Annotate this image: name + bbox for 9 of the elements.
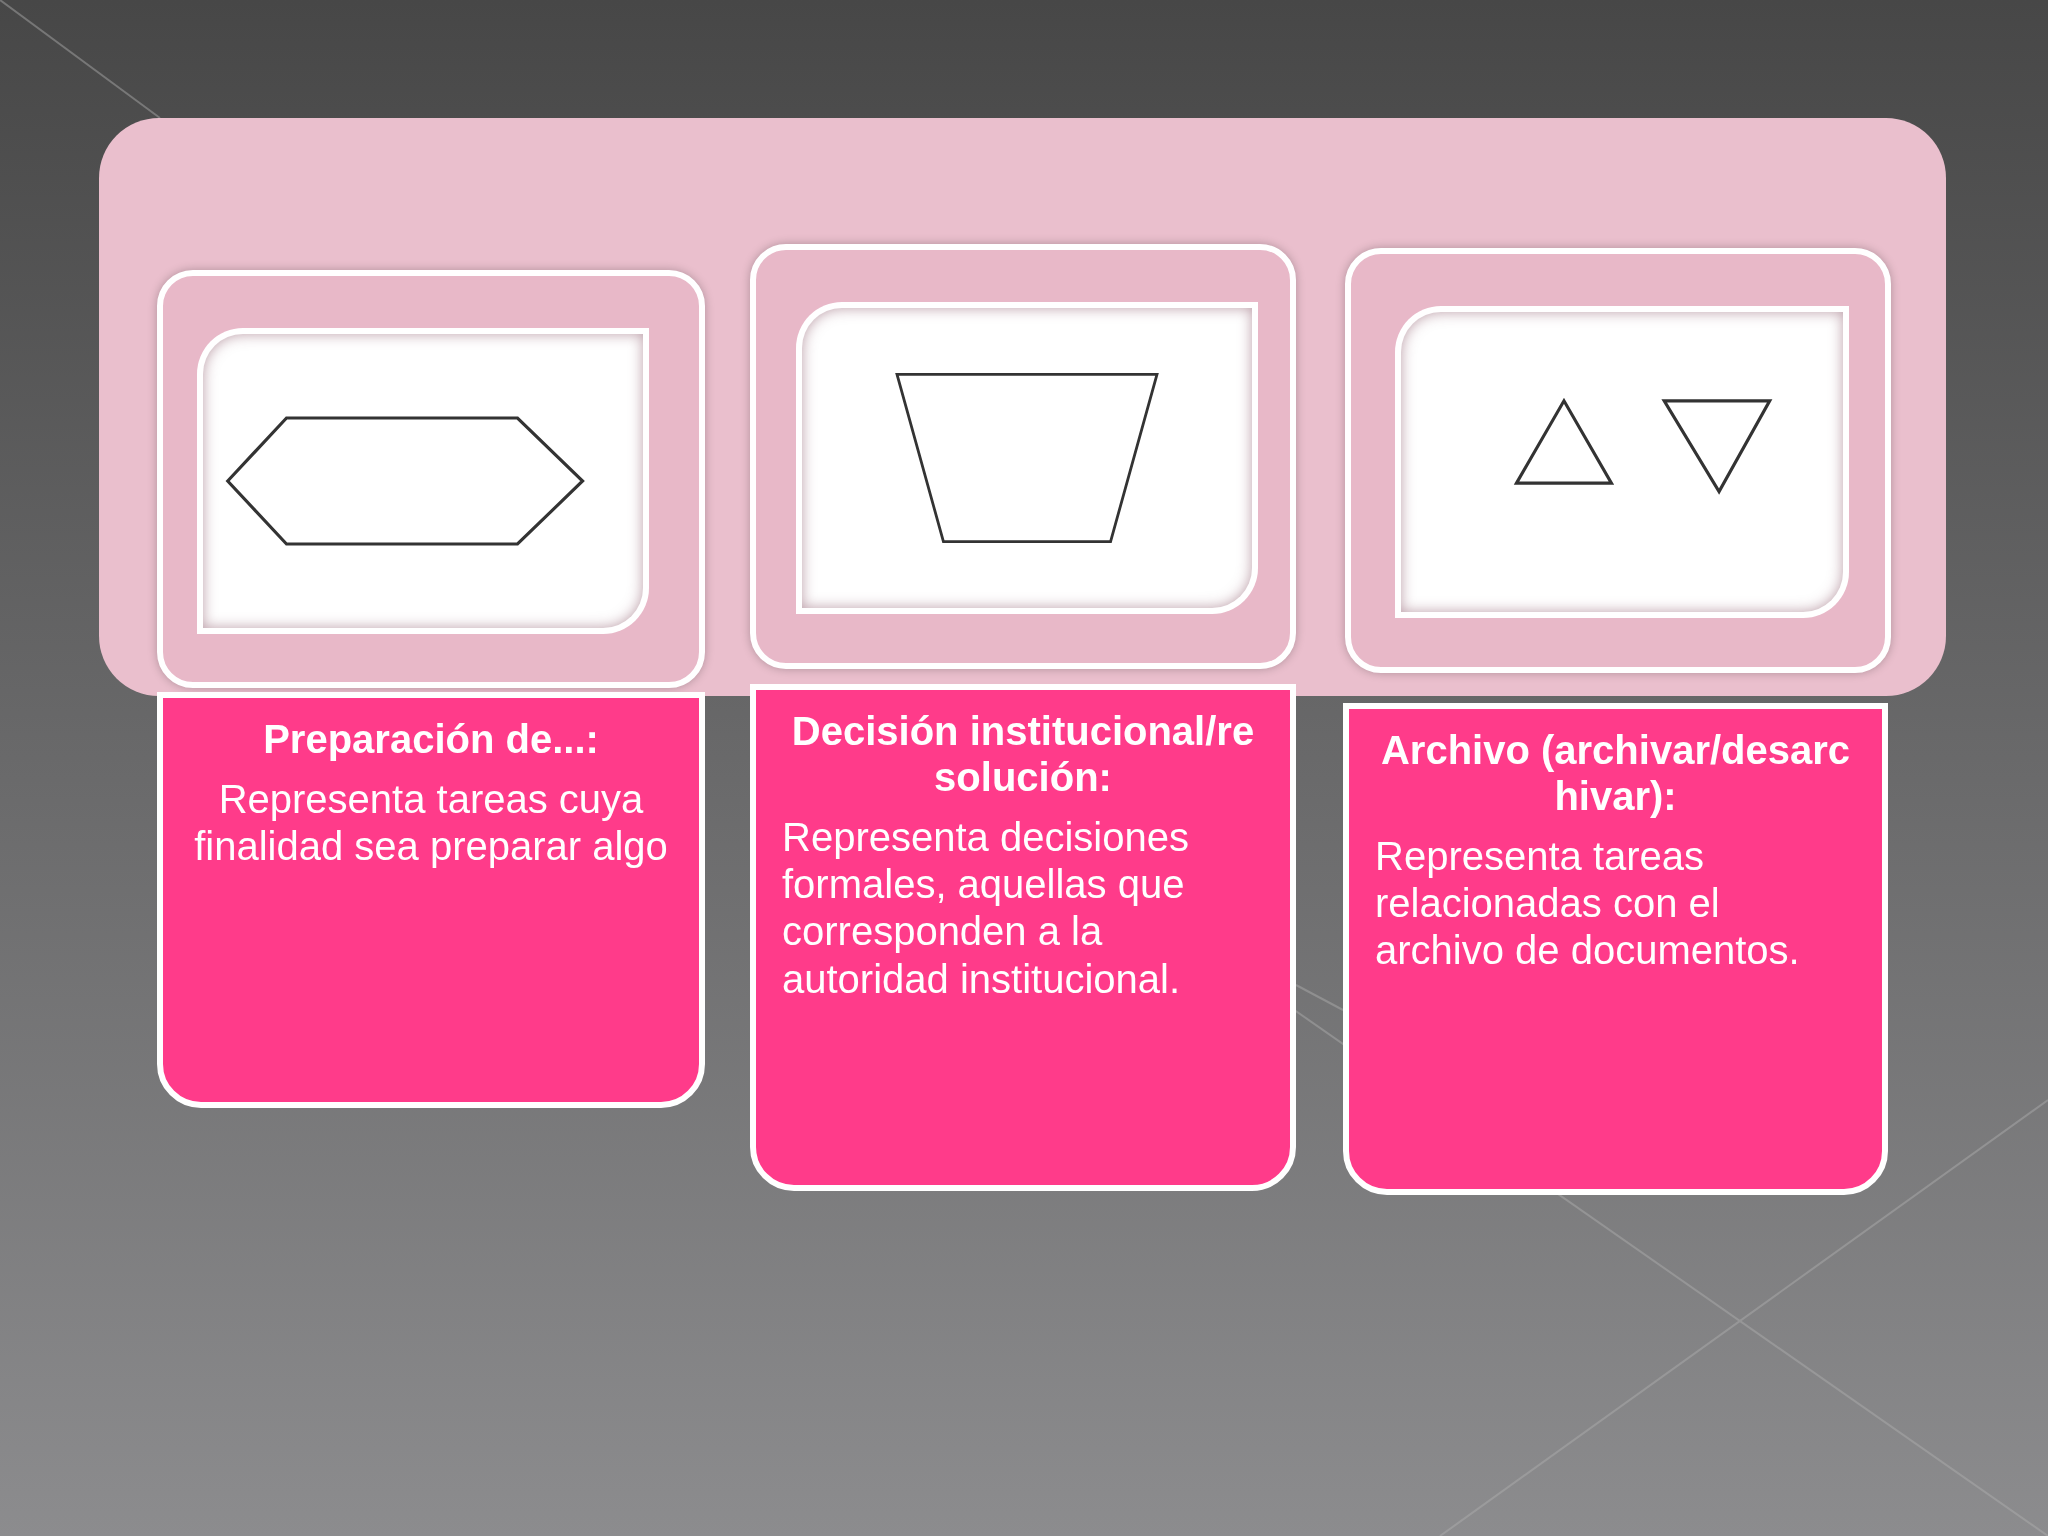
description-box — [1343, 703, 1888, 1195]
description: Representa decisiones formales, aquellas que corresponden a la autoridad institucional. — [782, 814, 1190, 1003]
description-box — [750, 684, 1296, 1191]
description: Representa tareas cuya finalidad sea preparar algo — [193, 776, 669, 871]
heading: Archivo (archivar/desarchivar): — [1379, 727, 1852, 819]
description: Representa tareas relacionadas con el archivo de documentos. — [1375, 833, 1801, 975]
heading: Preparación de...: — [262, 716, 600, 762]
heading: Decisión institucional/resolución: — [790, 708, 1256, 800]
description-box — [157, 692, 705, 1108]
